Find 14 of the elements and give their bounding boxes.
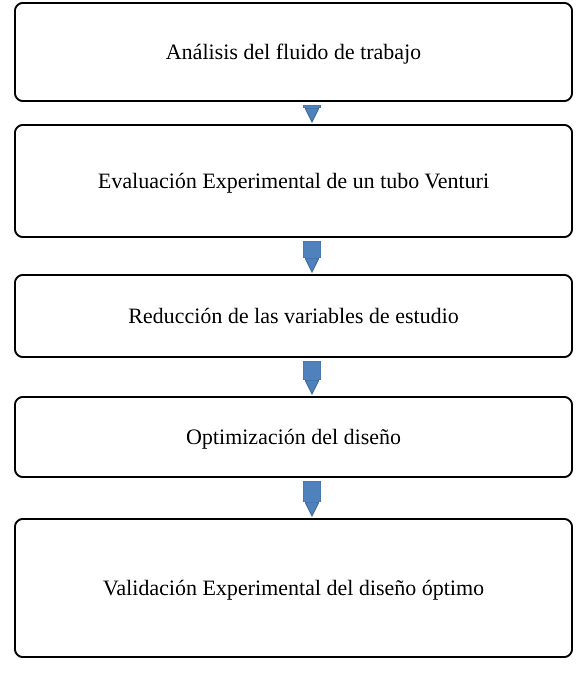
process-box bbox=[14, 2, 573, 102]
block-arrow bbox=[303, 481, 321, 516]
step-text: Optimización del diseño bbox=[184, 424, 402, 450]
block-arrow bbox=[303, 105, 321, 122]
step-text: Reducción de las variables de estudio bbox=[127, 303, 460, 329]
process-box bbox=[14, 124, 573, 238]
process-box bbox=[14, 274, 573, 358]
process-box bbox=[14, 396, 573, 478]
block-arrow bbox=[303, 361, 321, 394]
block-arrow bbox=[303, 241, 321, 272]
step-text: Evaluación Experimental de un tubo Venturi bbox=[96, 167, 490, 195]
step-text: Validación Experimental del diseño óptimo bbox=[102, 575, 486, 601]
process-box bbox=[14, 518, 573, 658]
step-text: Análisis del fluido de trabajo bbox=[164, 39, 422, 65]
